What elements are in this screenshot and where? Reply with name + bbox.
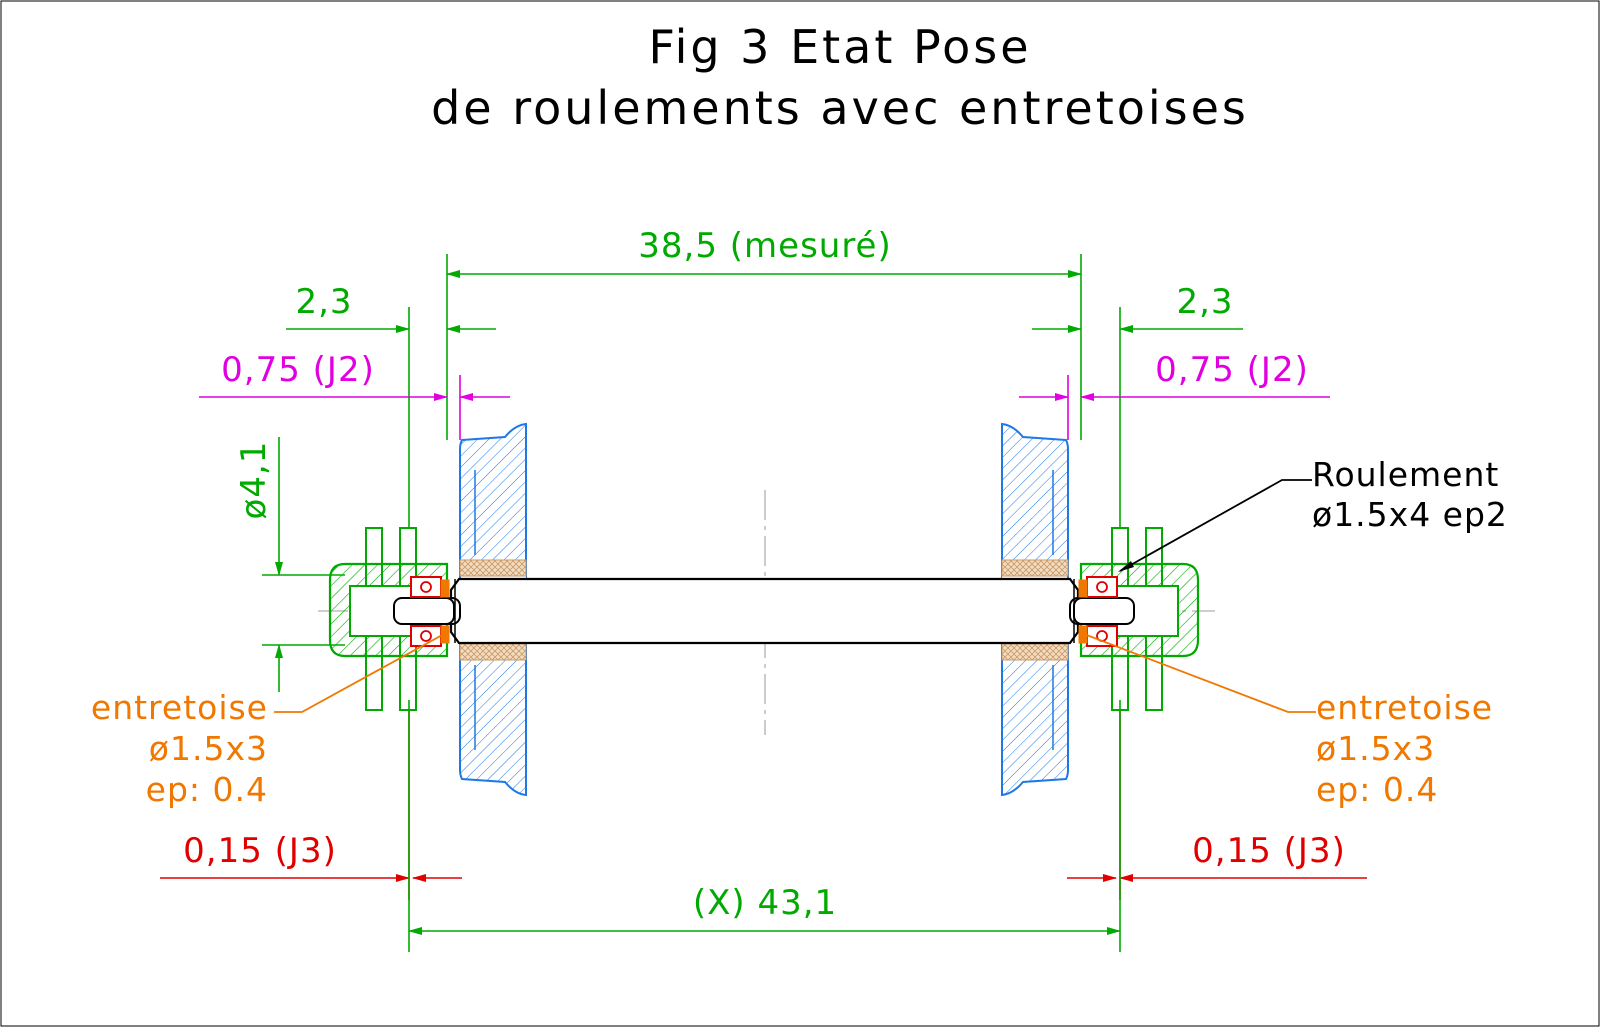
dimension-flange-width-left: [286, 307, 496, 528]
bearing-leader: [1118, 479, 1312, 572]
spacer-left-label-line-1: entretoise: [91, 688, 268, 727]
bearing-label-line-1: Roulement: [1312, 455, 1499, 494]
dimension-wheel-spacing: [446, 254, 1082, 440]
dimension-flange-width-right-label: 2,3: [1176, 282, 1233, 322]
spacer-right-label-line-1: entretoise: [1316, 688, 1493, 727]
spacer-left-label-line-2: ø1.5x3: [149, 729, 268, 768]
spacer-right-label-line-2: ø1.5x3: [1316, 729, 1435, 768]
axle-stubs: [393, 597, 1135, 625]
spacer-leader-left: [274, 633, 445, 713]
dimension-overall-length: [408, 700, 1121, 952]
title-line-1: Fig 3 Etat Pose: [648, 20, 1031, 74]
dimension-flange-width-left-label: 2,3: [295, 282, 352, 322]
bearing-label-line-2: ø1.5x4 ep2: [1312, 495, 1508, 534]
dimension-hub-diameter-label: ø4,1: [234, 441, 274, 520]
dimension-gap-j2-left-label: 0,75 (J2): [221, 350, 375, 390]
axle: [393, 577, 1137, 645]
dimension-gap-j3-right-label: 0,15 (J3): [1192, 831, 1346, 871]
dimension-wheel-spacing-label: 38,5 (mesuré): [638, 226, 892, 266]
spacer-left-label-line-3: ep: 0.4: [146, 770, 268, 809]
left-spacer: [440, 579, 450, 644]
left-bearing: [410, 576, 442, 647]
dimension-overall-length-label: (X) 43,1: [693, 883, 837, 923]
dimension-flange-width-right: [1032, 307, 1243, 528]
spacer-leader-right: [1083, 633, 1316, 713]
dimension-gap-j2-right-label: 0,75 (J2): [1155, 350, 1309, 390]
title-line-2: de roulements avec entretoises: [431, 81, 1249, 135]
dimension-gap-j2-left: [199, 375, 510, 440]
dimension-gap-j2-right: [1019, 375, 1330, 440]
dimension-hub-diameter: [262, 437, 345, 692]
spacer-right-label-line-3: ep: 0.4: [1316, 770, 1438, 809]
dimension-gap-j3-left-label: 0,15 (J3): [183, 831, 337, 871]
